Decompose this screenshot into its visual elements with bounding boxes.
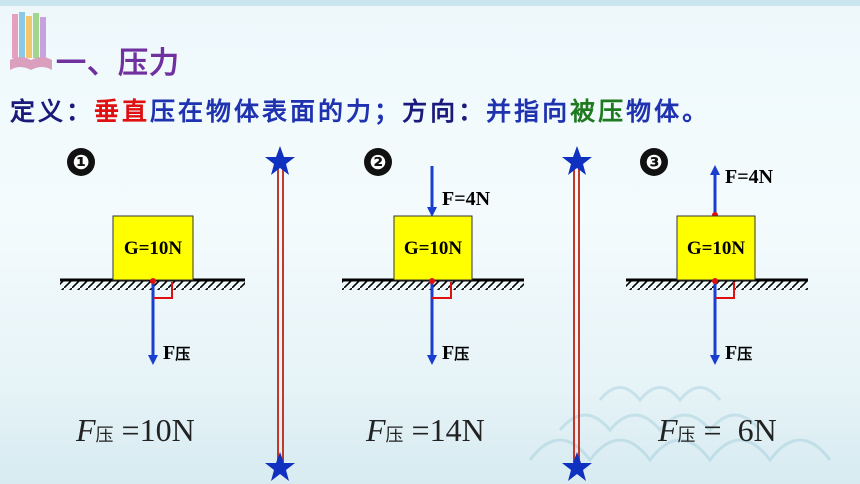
contact-point bbox=[150, 278, 156, 284]
pressure-subscript: 压 bbox=[737, 347, 753, 363]
divider-rod-2 bbox=[562, 146, 592, 481]
wave-decoration bbox=[528, 386, 832, 463]
diagram-3-block-label: G=10N bbox=[686, 238, 746, 259]
eq-value: = 6N bbox=[695, 412, 777, 448]
right-angle-mark bbox=[153, 282, 173, 299]
contact-point bbox=[429, 278, 435, 284]
diagram-3-applied-force: F=4N bbox=[725, 166, 774, 188]
diagram-2-block-label: G=10N bbox=[403, 238, 463, 259]
diagram-3-equation: F压 = 6N bbox=[658, 412, 777, 449]
eq-subscript: 压 bbox=[385, 425, 404, 446]
contact-point bbox=[712, 278, 718, 284]
ground-hatch bbox=[626, 281, 808, 290]
diagram-1-number: ❶ bbox=[67, 148, 95, 176]
diagram-3 bbox=[626, 165, 808, 365]
top-band bbox=[0, 0, 860, 6]
diagram-1 bbox=[60, 215, 245, 365]
eq-subscript: 压 bbox=[677, 425, 696, 446]
pressure-symbol: F bbox=[725, 342, 738, 364]
diagram-3-number: ❸ bbox=[640, 148, 668, 176]
pressure-symbol: F bbox=[163, 342, 176, 364]
eq-symbol: F bbox=[366, 412, 386, 448]
pressure-subscript: 压 bbox=[175, 347, 191, 363]
divider-rod-1 bbox=[265, 146, 295, 481]
diagram-2 bbox=[342, 166, 524, 365]
definition-text-1: 压在物体表面的力； bbox=[150, 97, 403, 126]
definition-text-2: 并指向 bbox=[486, 97, 571, 126]
definition-text-3: 物体。 bbox=[626, 97, 711, 126]
right-angle-mark bbox=[432, 282, 452, 299]
eq-subscript: 压 bbox=[95, 425, 114, 446]
block bbox=[676, 215, 756, 281]
diagram-2-pressure-label: F压 bbox=[442, 342, 469, 365]
word-ya: 压 bbox=[598, 97, 627, 126]
book-icon bbox=[10, 12, 52, 70]
star-bottom-icon bbox=[265, 452, 295, 481]
block bbox=[393, 215, 473, 281]
word-vertical-2: 直 bbox=[122, 97, 151, 126]
block bbox=[112, 215, 194, 281]
diagram-3-pressure-label: F压 bbox=[725, 342, 752, 365]
eq-value: =14N bbox=[403, 412, 485, 448]
star-top-icon bbox=[562, 146, 592, 175]
right-angle-mark bbox=[715, 282, 735, 299]
section-title: 一、压力 bbox=[56, 46, 180, 81]
word-bei: 被 bbox=[570, 97, 599, 126]
star-bottom-icon bbox=[562, 452, 592, 481]
diagram-1-pressure-label: F压 bbox=[163, 342, 190, 365]
eq-symbol: F bbox=[76, 412, 96, 448]
diagram-1-block-label: G=10N bbox=[123, 238, 183, 259]
diagram-2-applied-force: F=4N bbox=[442, 188, 491, 210]
definition-line: 定义：垂直压在物体表面的力；方向：并指向被压物体。 bbox=[10, 92, 710, 128]
pressure-subscript: 压 bbox=[454, 347, 470, 363]
eq-value: =10N bbox=[113, 412, 195, 448]
direction-label: 方向： bbox=[402, 97, 487, 126]
diagram-2-equation: F压 =14N bbox=[366, 412, 485, 449]
star-top-icon bbox=[265, 146, 295, 175]
definition-label: 定义： bbox=[10, 97, 95, 126]
diagram-2-number: ❷ bbox=[364, 148, 392, 176]
diagram-1-equation: F压 =10N bbox=[76, 412, 195, 449]
pressure-symbol: F bbox=[442, 342, 455, 364]
eq-symbol: F bbox=[658, 412, 678, 448]
word-vertical-1: 垂 bbox=[94, 97, 123, 126]
